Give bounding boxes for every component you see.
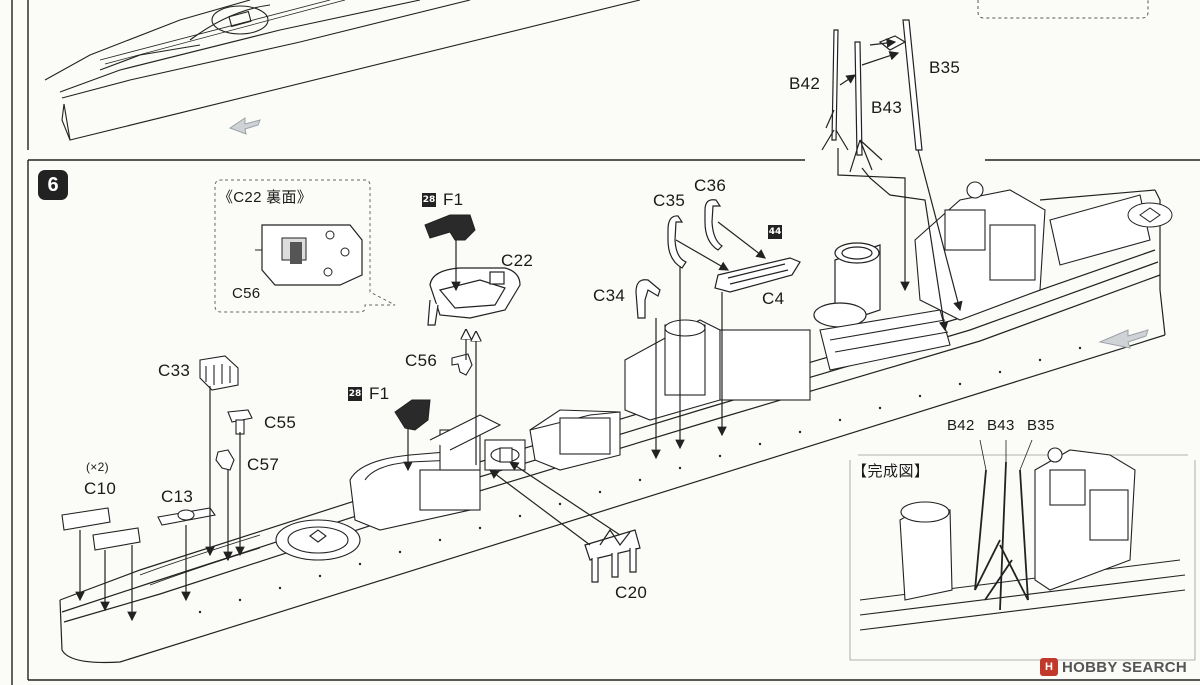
bridge [349,414,526,531]
label-f1-mid: F1 [369,384,390,403]
label-c55: C55 [264,413,297,432]
part-c33 [199,355,239,391]
part-c56 [451,353,473,376]
label-c56: C56 [405,351,438,370]
label-c57: C57 [247,455,280,474]
part-c36 [704,199,723,251]
label-c22: C22 [501,251,534,270]
assembly-arrows [75,38,963,622]
aft-superstructure [914,181,1151,321]
previous-step-hull [44,0,641,141]
label-c20: C20 [615,583,648,602]
detail-label-b42: B42 [947,417,975,434]
part-c4 [714,257,801,293]
detail-label-b35: B35 [1027,417,1055,434]
mid-turret [529,409,621,471]
watermark-mark: H [1040,658,1058,676]
label-c35: C35 [653,191,686,210]
detail-label-b43: B43 [987,417,1015,434]
part-b43 [849,41,883,173]
inset-title: 《C22 裏面》 [218,189,313,206]
label-c33: C33 [158,361,191,380]
f1-top-page-badge: 28 [422,193,436,207]
label-c34: C34 [593,286,626,305]
forward-superstructure [624,319,811,421]
label-c4: C4 [762,289,785,308]
forward-turret [275,519,361,561]
label-c10-qty: (×2) [86,460,109,474]
aft-turret [1127,202,1173,228]
part-c13 [157,507,216,526]
part-c22 [427,267,521,326]
watermark-logo: H HOBBY SEARCH [1040,657,1187,677]
label-c36: C36 [694,176,727,195]
funnel [813,242,881,328]
part-c35 [667,215,687,269]
f1-mid-page-badge: 28 [348,387,362,401]
label-b43: B43 [871,98,903,117]
label-c10: C10 [84,479,117,498]
portholes [198,334,1122,614]
step-frame [11,0,1200,685]
inset-part-label: C56 [232,285,261,302]
part-c57 [215,449,235,471]
part-f1-top [424,214,476,241]
part-c10 [61,507,141,551]
label-b35: B35 [929,58,961,77]
label-b42: B42 [789,74,821,93]
detail-view [849,439,1196,661]
part-c20 [584,528,641,583]
part-c34 [635,279,661,319]
part-f1-mid [394,399,431,431]
part-b42 [821,29,849,151]
watermark-text: HOBBY SEARCH [1062,658,1188,676]
part-c55 [227,409,253,435]
catwalk [819,309,951,371]
boat-page-badge: 44 [768,225,782,239]
part-b35 [878,19,923,151]
label-c13: C13 [161,487,194,506]
step-number: 6 [38,170,68,200]
inset-box [214,179,396,313]
label-f1-top: F1 [443,190,464,209]
detail-title: 【完成図】 [852,463,930,480]
